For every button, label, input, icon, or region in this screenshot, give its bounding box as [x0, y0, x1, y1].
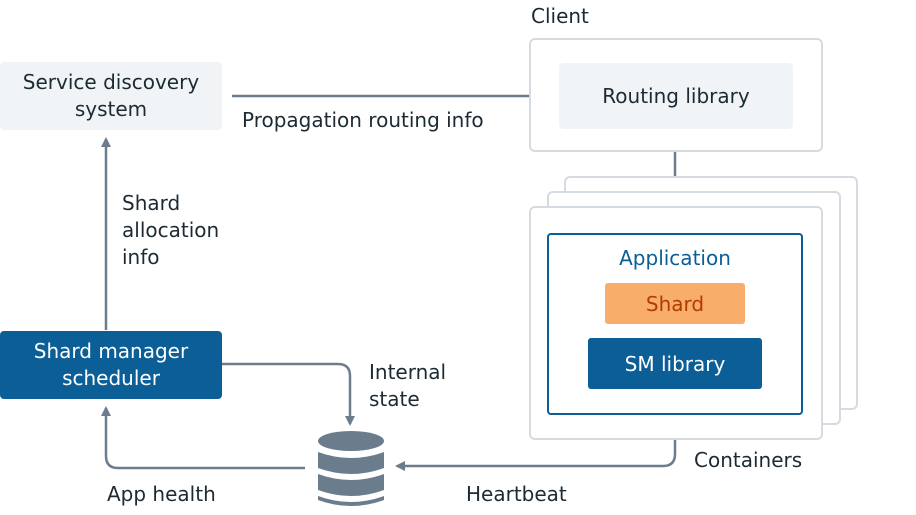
sm-library-label: SM library	[624, 351, 726, 376]
shard-allocation-line3: info	[122, 245, 160, 269]
shard-box: Shard	[605, 283, 745, 324]
internal-state-line1: Internal	[369, 360, 447, 384]
client-title: Client	[531, 4, 589, 28]
internal-state-line2: state	[369, 387, 420, 411]
containers-label: Containers	[694, 448, 803, 472]
shard-allocation-line2: allocation	[122, 218, 220, 242]
routing-library-label: Routing library	[602, 83, 750, 108]
app-health-label: App health	[107, 482, 216, 506]
app-health-arrow	[101, 406, 305, 470]
scheduler-line1: Shard manager	[33, 339, 189, 363]
service-discovery-line1: Service discovery	[22, 70, 200, 94]
shard-allocation-label: Shard allocation info	[122, 190, 219, 271]
service-discovery-line2: system	[74, 97, 148, 121]
application-label: Application	[619, 246, 731, 270]
propagation-label: Propagation routing info	[242, 108, 484, 132]
internal-state-arrow	[222, 362, 355, 426]
scheduler-line2: scheduler	[62, 366, 160, 390]
routing-library-box: Routing library	[559, 63, 793, 129]
shard-allocation-line1: Shard	[122, 191, 181, 215]
shard-label: Shard	[645, 291, 705, 316]
sm-library-box: SM library	[588, 338, 762, 389]
database-icon	[318, 431, 384, 506]
heartbeat-label: Heartbeat	[466, 482, 567, 506]
shard-manager-scheduler-box: Shard manager scheduler	[0, 331, 222, 399]
heartbeat-arrow	[395, 440, 677, 471]
service-discovery-box: Service discovery system	[0, 62, 222, 130]
internal-state-label: Internal state	[369, 359, 446, 413]
